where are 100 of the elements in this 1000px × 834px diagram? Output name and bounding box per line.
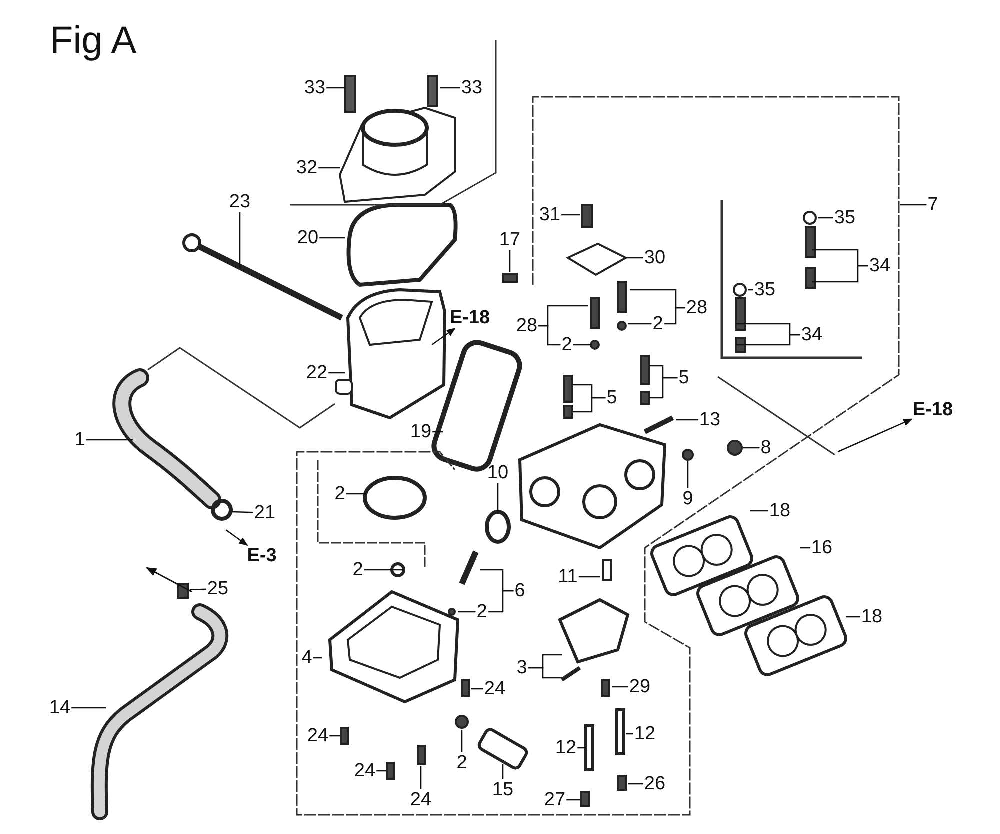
callout-number: 5: [678, 368, 690, 388]
leader-line: [190, 588, 206, 591]
leader-line: [812, 265, 868, 283]
leader-line: [461, 730, 463, 752]
leader-line: [743, 447, 760, 449]
leader-line: [818, 217, 834, 219]
callout-number: 33: [460, 78, 484, 98]
callout-number: 24: [483, 678, 507, 700]
callout-number: 7: [926, 194, 940, 216]
callout-number: 27: [543, 790, 567, 810]
callout-number: 24: [353, 760, 377, 782]
callout-number: 2: [652, 314, 664, 334]
leader-line: [488, 590, 514, 613]
callout-number: 24: [306, 726, 330, 746]
leader-line: [420, 766, 422, 790]
callout-number: 30: [643, 248, 667, 268]
callout-number: 22: [305, 362, 329, 384]
callout-number: 18: [860, 606, 884, 628]
leader-line: [566, 799, 580, 801]
callout-number: 25: [206, 578, 230, 600]
leader-line: [626, 257, 644, 259]
figure-title: Fig A: [50, 22, 137, 60]
leader-line: [364, 569, 404, 571]
leader-line: [664, 307, 686, 325]
reference-label: E-18: [912, 400, 954, 420]
callout-number: 18: [768, 500, 792, 522]
callout-number: 34: [868, 256, 892, 276]
callout-number: 11: [557, 566, 579, 588]
leader-line: [320, 237, 345, 239]
leader-line: [318, 167, 340, 169]
callout-number: 21: [253, 502, 277, 524]
callout-number: 15: [491, 780, 515, 800]
leader-line: [900, 204, 927, 206]
callout-number: 9: [682, 488, 694, 510]
callout-number: 8: [760, 438, 772, 458]
callout-number: 28: [515, 316, 539, 336]
leader-line: [578, 747, 585, 749]
callout-number: 35: [753, 280, 777, 300]
callout-number: 2: [334, 484, 346, 504]
leader-line: [846, 616, 860, 618]
leader-line: [573, 397, 606, 413]
leader-line: [313, 657, 322, 659]
leader-line: [330, 735, 340, 737]
reference-label: E-3: [246, 546, 278, 566]
callout-number: 14: [48, 698, 72, 718]
callout-number: 33: [303, 78, 327, 98]
leader-line: [628, 783, 644, 785]
leader-line: [750, 510, 768, 512]
callout-number: 29: [628, 676, 652, 698]
callout-number: 13: [698, 410, 722, 430]
callout-number: 2: [352, 560, 364, 580]
callout-number: 5: [606, 388, 618, 408]
callout-number: 20: [296, 228, 320, 248]
leader-line: [376, 770, 386, 772]
leader-line: [528, 667, 562, 679]
leader-line: [346, 493, 366, 495]
leader-line: [626, 733, 634, 735]
leader-line: [509, 250, 511, 272]
leader-line: [800, 547, 810, 549]
leader-line: [232, 511, 254, 514]
callout-number: 31: [538, 204, 562, 226]
leader-line: [86, 439, 133, 441]
leader-line: [676, 419, 698, 421]
callout-number: 2: [560, 334, 574, 356]
leader-line: [650, 377, 678, 399]
callout-number: 12: [633, 724, 657, 744]
callout-number: 34: [800, 324, 824, 346]
leader-line: [432, 431, 443, 433]
arrow: [838, 418, 913, 453]
callout-number: 28: [685, 298, 709, 318]
arrow: [226, 529, 248, 546]
leader-line: [497, 484, 499, 511]
leader-line: [578, 576, 600, 578]
leader-line: [458, 611, 476, 613]
callout-number: 19: [409, 422, 433, 442]
callout-number: 32: [295, 158, 319, 178]
callout-number: 1: [74, 430, 86, 450]
leader-line: [440, 87, 460, 89]
leader-line: [573, 344, 591, 346]
callout-number: 17: [498, 230, 522, 250]
callout-number: 35: [833, 208, 857, 228]
leader-line: [328, 372, 345, 374]
leader-line: [687, 461, 689, 488]
leader-line: [326, 87, 345, 89]
callout-number: 4: [300, 648, 314, 668]
leader-line: [562, 214, 580, 216]
leader-line: [736, 334, 800, 346]
callout-number: 26: [643, 774, 667, 794]
callout-number: 10: [486, 462, 510, 484]
callout-number: 24: [409, 790, 433, 810]
callout-number: 2: [456, 752, 468, 774]
leader-line: [538, 325, 561, 346]
callout-number: 2: [476, 602, 488, 622]
callout-number: 6: [514, 580, 526, 602]
callout-number: 16: [810, 538, 834, 558]
leader-line: [628, 323, 652, 325]
callout-number: 3: [516, 658, 528, 678]
leader-line: [612, 686, 628, 688]
leader-line: [239, 212, 241, 268]
callout-number: 12: [554, 738, 578, 758]
